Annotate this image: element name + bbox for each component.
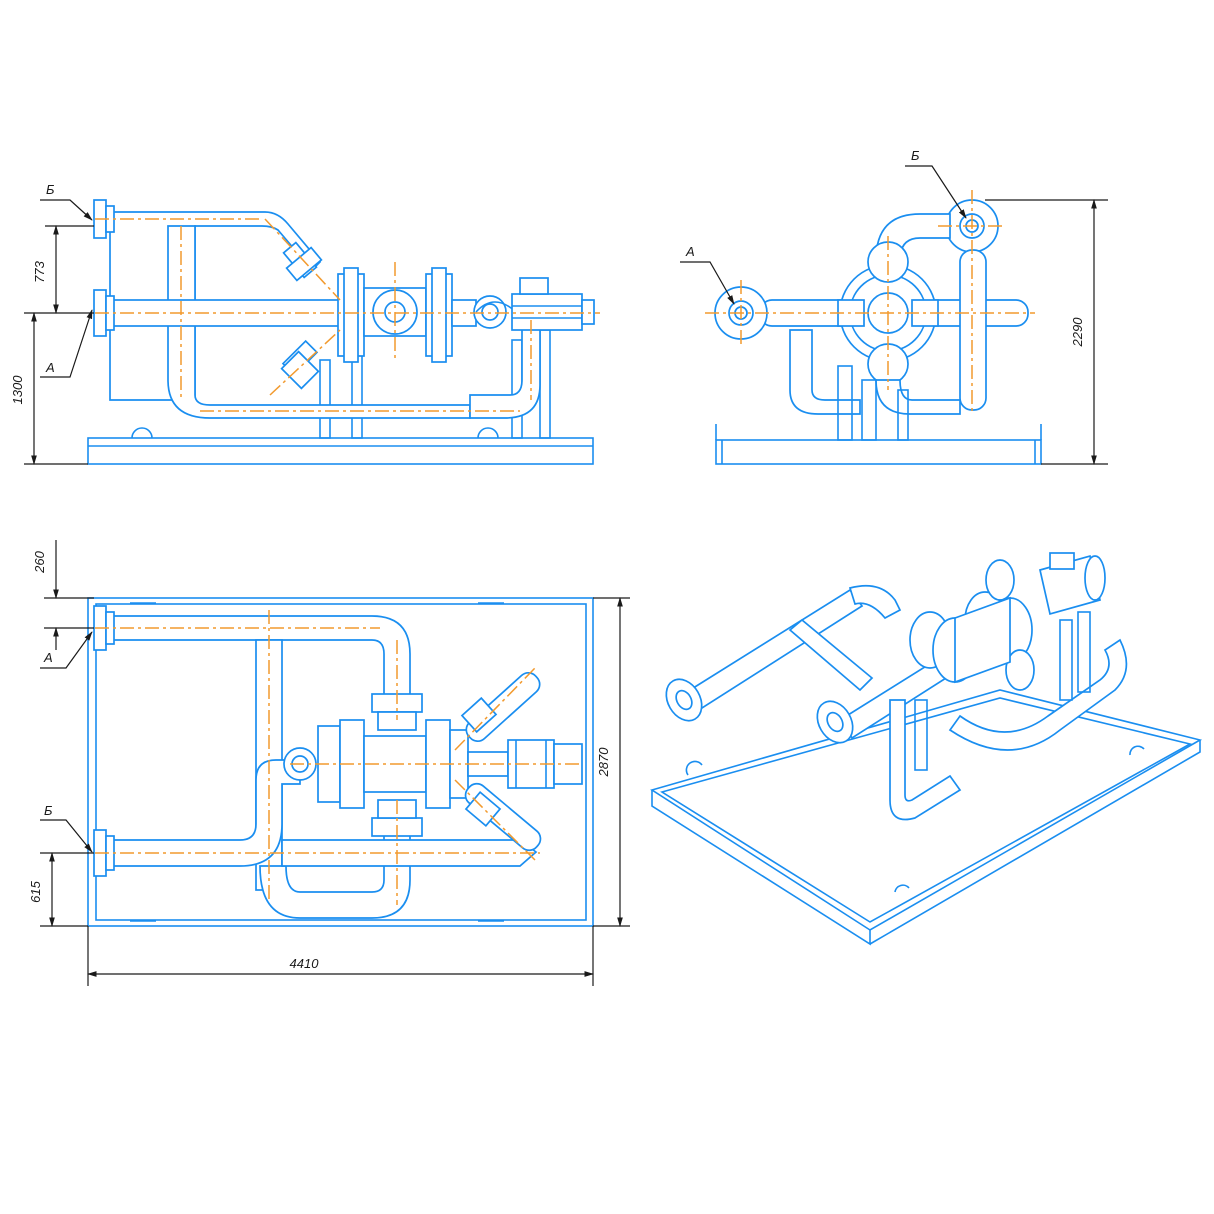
front-diagonal-valve-upper <box>282 241 323 282</box>
iso-lower-loop-left <box>889 699 962 821</box>
iso-lower-loop-right <box>948 638 1128 751</box>
iso-crossover-pipe <box>788 618 874 692</box>
dim-1300: 1300 <box>10 375 25 405</box>
side-vertical-pipe <box>959 249 987 411</box>
side-label-a: А <box>685 244 695 259</box>
side-label-b: Б <box>911 148 920 163</box>
front-motor-terminal-box <box>519 277 549 295</box>
dim-615: 615 <box>28 880 43 902</box>
front-motor <box>511 293 583 331</box>
side-lower-left-pipe <box>789 329 861 415</box>
dim-2870: 2870 <box>596 747 611 778</box>
isometric-view <box>650 552 1203 946</box>
front-return-pipe <box>469 319 541 419</box>
dim-773: 773 <box>32 260 47 282</box>
plan-bottom-pipe <box>109 759 301 867</box>
plan-diagonal-branch-upper <box>460 671 541 743</box>
iso-motor <box>1038 552 1106 616</box>
plan-label-a: А <box>43 650 53 665</box>
front-label-b: Б <box>46 182 55 197</box>
front-label-a: А <box>45 360 55 375</box>
iso-base-plate <box>650 689 1203 946</box>
dim-4410: 4410 <box>290 956 320 971</box>
front-pump-assembly <box>337 267 595 363</box>
front-base-frame <box>87 437 594 465</box>
front-diagonal-valve-lower <box>280 339 320 390</box>
plan-base-frame <box>87 597 594 927</box>
plan-label-b: Б <box>44 803 53 818</box>
iso-pipe-a <box>665 588 864 722</box>
side-view: 2290 А Б <box>680 148 1108 465</box>
front-view: 773 1300 Б А <box>10 182 600 465</box>
front-lifting-lug-right <box>477 427 499 439</box>
plan-view: 260 615 2870 4410 А Б <box>28 540 630 986</box>
front-lifting-lug-left <box>131 427 153 439</box>
dim-260: 260 <box>32 550 47 573</box>
dim-2290: 2290 <box>1070 317 1085 348</box>
front-upper-pipe <box>109 211 322 401</box>
side-lower-right-pipe <box>875 379 961 415</box>
side-base-frame <box>715 439 1042 465</box>
iso-pump-assembly <box>909 559 1035 691</box>
